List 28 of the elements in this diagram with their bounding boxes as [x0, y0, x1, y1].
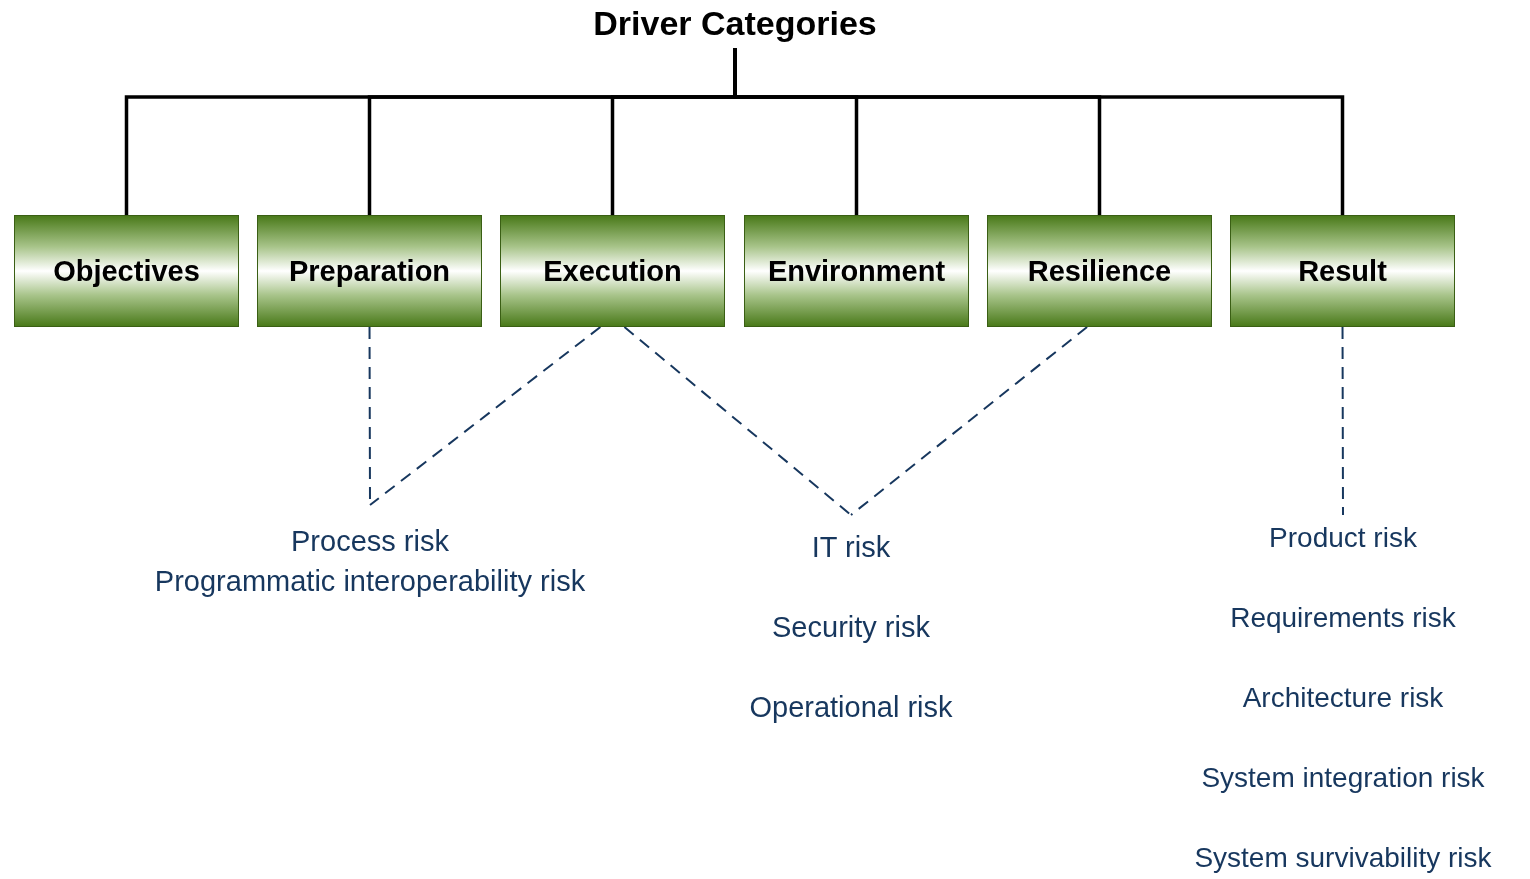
risk-label: System integration risk: [1201, 761, 1485, 795]
category-box: [14, 215, 239, 327]
category-box: [987, 215, 1212, 327]
category-box: [257, 215, 482, 327]
category-box: [1230, 215, 1455, 327]
category-label: Execution: [543, 254, 682, 288]
category-label: Result: [1298, 254, 1387, 288]
category-label: Objectives: [53, 254, 200, 288]
dashed-connector: [1341, 326, 1344, 516]
risk-label: System survivability risk: [1194, 841, 1492, 875]
category-box: [744, 215, 969, 327]
risk-label: Product risk: [1269, 521, 1417, 555]
category-label: Preparation: [288, 254, 451, 288]
tree-connector: [733, 48, 1345, 215]
risk-label: Operational risk: [749, 690, 953, 725]
risk-label: Security risk: [772, 610, 930, 645]
dashed-connector: [850, 326, 1089, 516]
risk-label: Architecture risk: [1242, 681, 1444, 715]
risk-label: Programmatic interoperability risk: [154, 564, 586, 599]
category-label: Environment: [767, 254, 946, 288]
risk-label: IT risk: [811, 530, 891, 565]
category-box: [500, 215, 725, 327]
risk-label: Requirements risk: [1230, 601, 1456, 635]
dashed-connector: [623, 326, 852, 516]
dashed-connector: [369, 326, 602, 506]
category-label: Resilience: [1027, 254, 1172, 288]
diagram-title: Driver Categories: [535, 4, 935, 48]
risk-label: Process risk: [291, 524, 449, 559]
